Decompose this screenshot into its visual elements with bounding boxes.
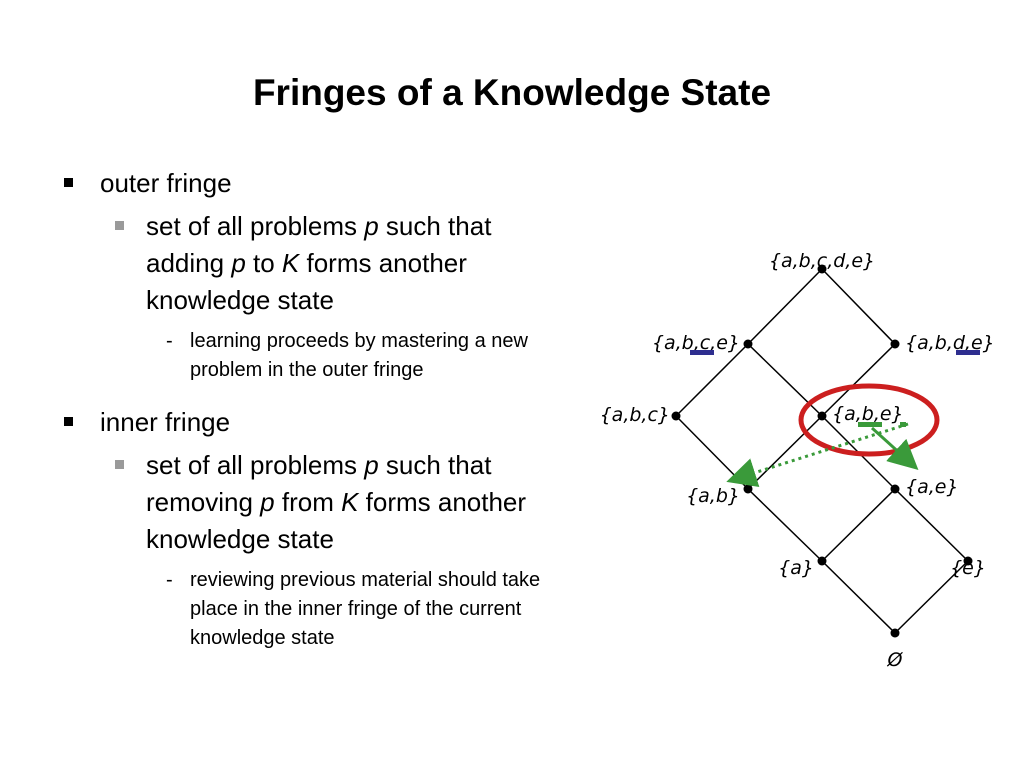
square-bullet-icon: [64, 178, 73, 187]
node-label: {a,e}: [905, 476, 959, 498]
lattice-node: [743, 339, 753, 349]
bullet-list: outer fringe set of all problems p such …: [60, 166, 600, 653]
outer-fringe-mark-c: [690, 350, 714, 355]
lattice-edge: [675, 343, 749, 417]
dash-bullet: -: [166, 330, 173, 352]
node-label: {a,b,c}: [600, 404, 670, 426]
outer-fringe-bullet: outer fringe: [60, 166, 600, 200]
inner-fringe-bullet: inner fringe: [60, 405, 600, 439]
square-bullet-icon: [115, 460, 124, 469]
lattice-node: [890, 628, 900, 638]
lattice-edge: [894, 560, 969, 634]
lattice-edge: [747, 415, 823, 490]
lattice-edge: [821, 560, 896, 634]
inner-fringe-mark-b: [858, 422, 882, 427]
outer-fringe-note: - learning proceeds by mastering a new p…: [60, 327, 600, 385]
slide-title: Fringes of a Knowledge State: [252, 72, 772, 113]
inner-fringe-heading: inner fringe: [100, 407, 231, 437]
inner-fringe-mark-e: [900, 422, 906, 427]
dash-bullet: -: [166, 569, 173, 591]
current-state-highlight-ring: [798, 383, 940, 457]
lattice-edge: [821, 268, 896, 345]
lattice-node: [817, 411, 827, 421]
lattice-edge: [675, 415, 749, 490]
node-label: {a,b,e}: [832, 403, 904, 425]
lattice-node: [890, 339, 900, 349]
lattice-edge: [747, 268, 823, 345]
inner-fringe-definition: set of all problems p such that removing…: [60, 447, 600, 558]
inner-fringe-arrow-to-ae: [870, 426, 919, 471]
outer-fringe-definition: set of all problems p such that adding p…: [60, 208, 600, 319]
node-label: {a,b}: [686, 485, 740, 507]
lattice-edge: [821, 488, 896, 562]
lattice-node: [963, 556, 973, 566]
square-bullet-icon: [115, 221, 124, 230]
lattice-node: [671, 411, 681, 421]
outer-fringe-heading: outer fringe: [100, 168, 232, 198]
node-label: {a}: [778, 557, 814, 579]
lattice-edge: [821, 343, 896, 417]
node-label: {a,b,c,d,e}: [769, 250, 875, 272]
lattice-edge: [894, 488, 969, 562]
lattice-node: [743, 484, 753, 494]
lattice-node: [890, 484, 900, 494]
lattice-edge: [747, 488, 823, 562]
outer-fringe-mark-d: [956, 350, 980, 355]
lattice-node: [817, 556, 827, 566]
node-label: Ø: [887, 649, 904, 671]
node-label: {a,b,d,e}: [905, 332, 995, 354]
inner-fringe-note: - reviewing previous material should tak…: [60, 566, 600, 653]
lattice-node: [817, 264, 827, 274]
node-label: {a,b,c,e}: [652, 332, 740, 354]
node-label: {e}: [950, 557, 986, 579]
square-bullet-icon: [64, 417, 73, 426]
